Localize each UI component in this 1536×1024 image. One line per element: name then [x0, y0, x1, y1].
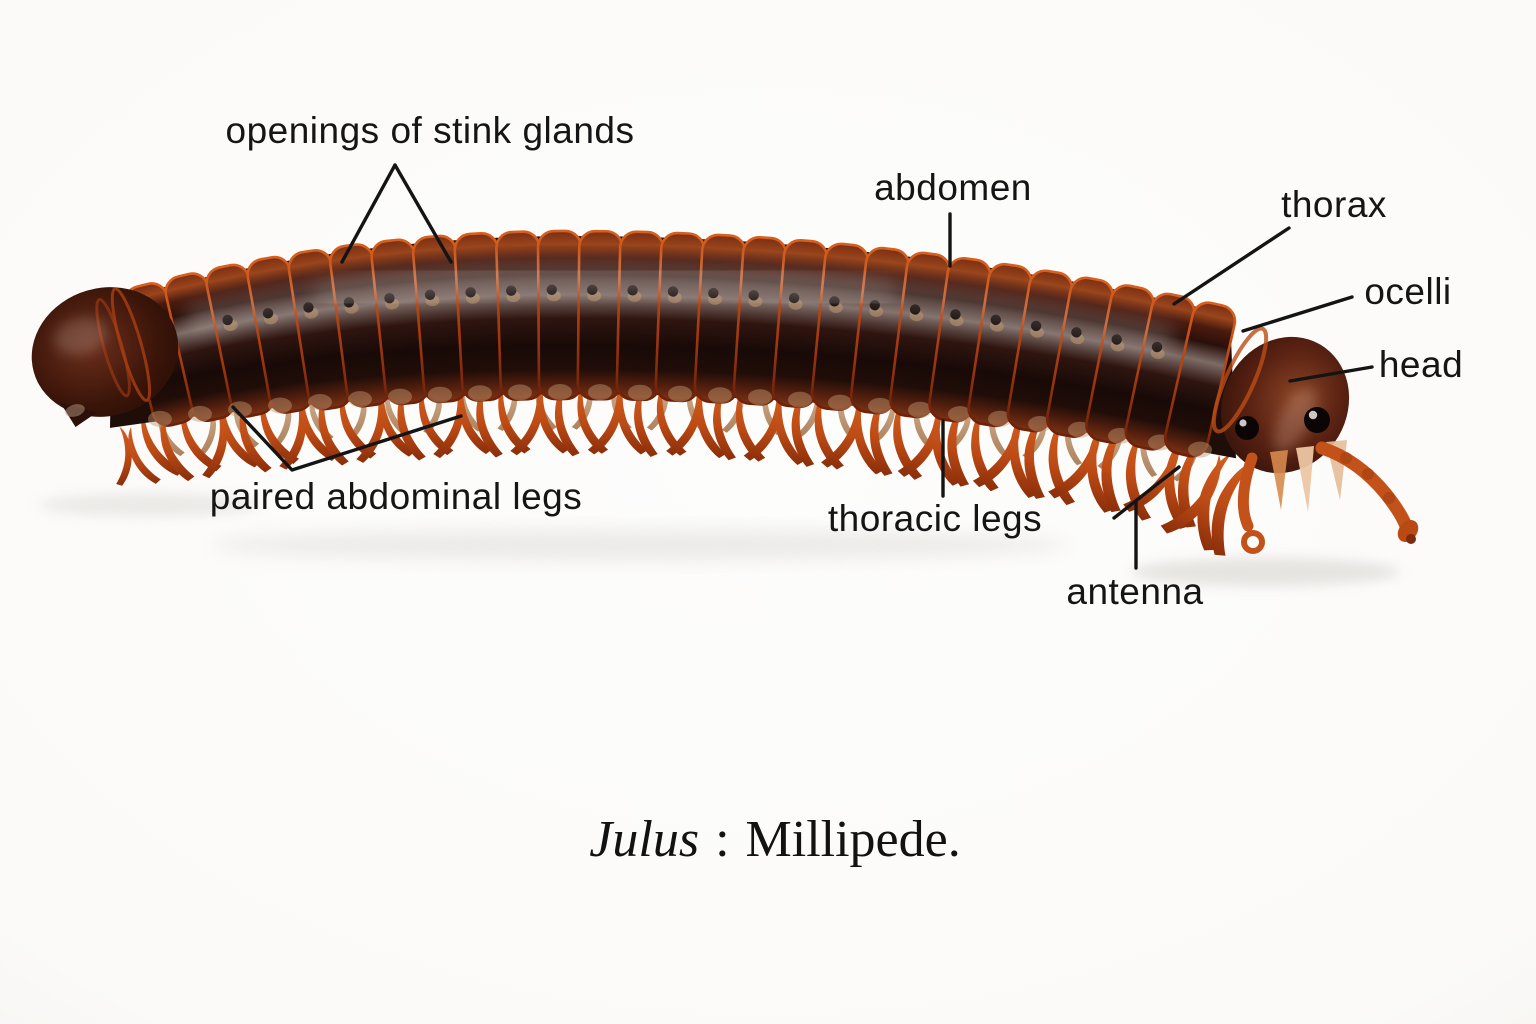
label-thoracic-legs: thoracic legs: [827, 498, 1043, 539]
caption: Julus: Millipede.: [589, 810, 960, 869]
legs: [116, 383, 1256, 556]
caption-name: Millipede.: [745, 811, 961, 868]
leader-lines: [231, 163, 1374, 570]
ground-shadow: [40, 493, 1400, 586]
tail: [31, 287, 179, 428]
label-antenna: antenna: [1066, 571, 1204, 612]
label-thorax: thorax: [1281, 184, 1387, 225]
caption-separator: :: [715, 811, 730, 868]
caption-genus: Julus: [589, 811, 700, 868]
antennae: [1237, 441, 1419, 554]
label-ocelli: ocelli: [1364, 271, 1452, 312]
label-abdomen: abdomen: [874, 167, 1032, 208]
head: [1211, 326, 1350, 512]
body: [110, 229, 1237, 459]
label-stink-glands: openings of stink glands: [225, 110, 635, 151]
label-abdominal-legs: paired abdominal legs: [209, 476, 583, 517]
label-head: head: [1378, 344, 1464, 385]
